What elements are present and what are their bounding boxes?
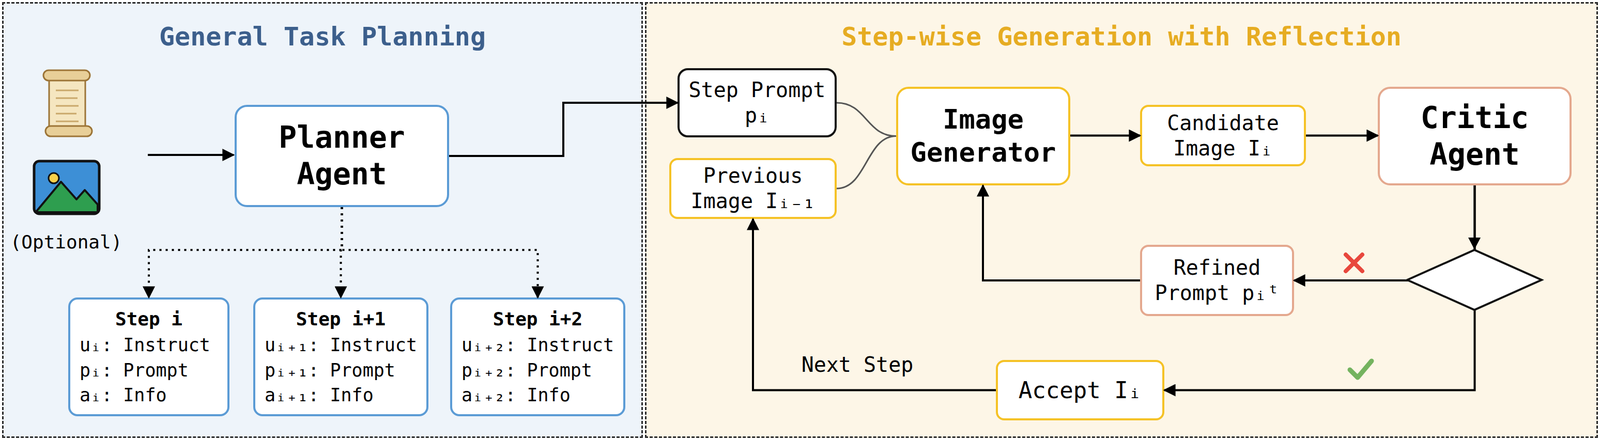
- step-field: uᵢ: Instruct: [79, 332, 219, 358]
- agent-box: Critic Agent: [1377, 86, 1572, 186]
- reject-cross: [1345, 254, 1363, 272]
- flow-arrow: [752, 219, 996, 391]
- prompt-box: Refined Prompt pᵢᵗ: [1140, 244, 1295, 317]
- prompt-box: Step Prompt pᵢ: [677, 68, 837, 138]
- dotted-arrow: [342, 207, 538, 298]
- scroll-roll: [43, 70, 90, 81]
- flow-arrow: [1305, 134, 1378, 137]
- panel-band: General Task PlanningPlanner AgentStep i…: [2, 2, 643, 439]
- step-heading: Step i: [79, 306, 219, 333]
- image-sun: [48, 173, 59, 184]
- node-label: Candidate Image Iᵢ: [1160, 110, 1286, 162]
- node-label: Critic Agent: [1411, 99, 1538, 174]
- step-field: aᵢ₊₂: Info: [461, 382, 614, 408]
- node-label: Step Prompt pᵢ: [682, 77, 833, 129]
- dotted-arrow: [148, 207, 343, 298]
- scroll-body: [49, 77, 86, 130]
- accept-check: [1349, 361, 1372, 378]
- step-heading: Step i+1: [264, 306, 418, 333]
- flow-arrow: [982, 185, 1141, 281]
- step-box: Step i+1uᵢ₊₁: Instructpᵢ₊₁: Promptaᵢ₊₁: …: [253, 297, 429, 417]
- reject-cross: [1345, 254, 1363, 272]
- flow-arrow: [1070, 134, 1141, 137]
- arrow-head: [1468, 237, 1481, 250]
- image-box: Previous Image Iᵢ₋₁: [669, 158, 837, 220]
- step-heading: Step i+2: [461, 306, 614, 333]
- step-box: Step i+2uᵢ₊₂: Instructpᵢ₊₂: Promptaᵢ₊₂: …: [450, 297, 626, 417]
- node-label: Previous Image Iᵢ₋₁: [684, 163, 822, 214]
- image-icon: [34, 161, 100, 214]
- node-label: Image Generator: [902, 103, 1065, 169]
- generator-box: Image Generator: [896, 86, 1071, 186]
- panel-band: Step-wise Generation with ReflectionStep…: [644, 2, 1598, 439]
- step-box: Step iuᵢ: Instructpᵢ: Promptaᵢ: Info: [68, 297, 230, 417]
- node-label: Planner Agent: [269, 119, 414, 193]
- image-box: Candidate Image Iᵢ: [1140, 104, 1306, 167]
- panel-title: Step-wise Generation with Reflection: [841, 21, 1402, 53]
- scroll-line: [55, 120, 79, 123]
- merge-curve: [836, 102, 897, 137]
- node-label: Refined Prompt pᵢᵗ: [1155, 255, 1280, 306]
- step-field: pᵢ₊₁: Prompt: [264, 358, 418, 383]
- step-field: aᵢ: Info: [79, 382, 219, 408]
- scroll-line: [55, 105, 79, 107]
- step-field: uᵢ₊₁: Instruct: [264, 332, 418, 358]
- input-arrow: [147, 154, 234, 157]
- step-field: uᵢ₊₂: Instruct: [461, 332, 614, 358]
- scroll-line: [55, 97, 78, 100]
- note-label: (Optional): [10, 231, 123, 253]
- accept-box: Accept Iᵢ: [995, 360, 1165, 421]
- scroll-icon: [43, 70, 92, 137]
- scroll-line: [55, 89, 79, 92]
- edge-label: Next Step: [801, 352, 914, 377]
- node-label: Accept Iᵢ: [997, 376, 1163, 405]
- scroll-roll: [45, 126, 92, 137]
- flow-arrow: [449, 102, 678, 157]
- image-mountain: [35, 181, 98, 213]
- panel-title: General Task Planning: [159, 21, 486, 53]
- step-field: aᵢ₊₁: Info: [264, 382, 418, 408]
- step-field: pᵢ: Prompt: [79, 358, 219, 383]
- image-frame: [34, 161, 100, 214]
- merge-curve: [836, 136, 897, 190]
- scroll-line: [55, 113, 77, 115]
- decision-diamond: [1407, 250, 1542, 311]
- agent-box: Planner Agent: [234, 104, 450, 208]
- step-field: pᵢ₊₂: Prompt: [461, 358, 614, 383]
